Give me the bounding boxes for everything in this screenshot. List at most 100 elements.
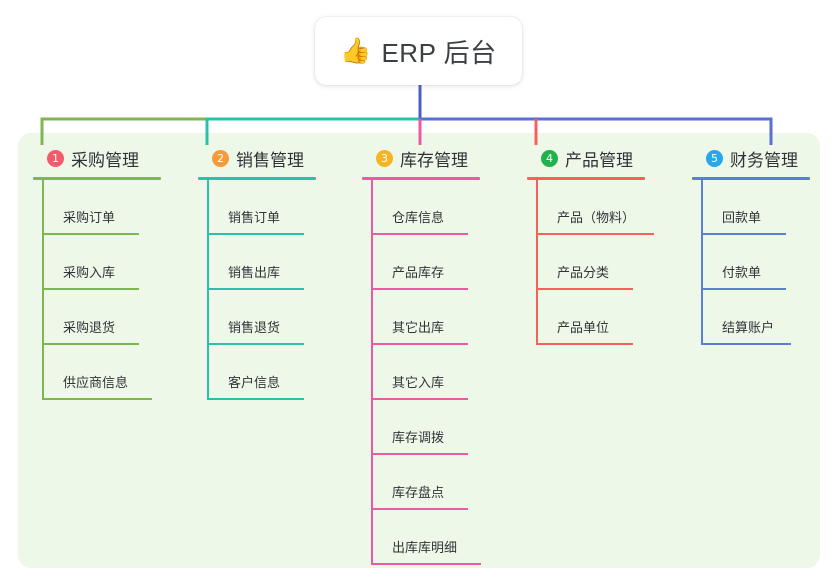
branch-underline xyxy=(362,177,480,180)
branch-child-label: 客户信息 xyxy=(228,375,281,390)
branch-child-label: 采购退货 xyxy=(63,320,116,335)
branch-child-label: 产品单位 xyxy=(557,320,610,335)
branch-header-1[interactable]: 1 采购管理 xyxy=(33,145,161,171)
branch-child-label: 产品（物料） xyxy=(557,210,636,225)
branch-child-item[interactable]: 结算账户 xyxy=(692,290,810,345)
branch-child-underline xyxy=(207,398,304,400)
branch-child-underline xyxy=(42,343,139,345)
branch-header-3[interactable]: 3 库存管理 xyxy=(362,145,480,171)
branch-header-5[interactable]: 5 财务管理 xyxy=(692,145,810,171)
branch-child-label: 库存调拨 xyxy=(392,430,445,445)
branch-children: 销售订单销售出库销售退货客户信息 xyxy=(198,180,316,400)
branch-spine xyxy=(42,180,44,400)
branch-child-item[interactable]: 产品单位 xyxy=(527,290,645,345)
branch-child-underline xyxy=(207,233,304,235)
branch-badge-5: 5 xyxy=(706,149,723,167)
branch-child-label: 销售出库 xyxy=(228,265,281,280)
branch-child-label: 其它入库 xyxy=(392,375,445,390)
branch-title-label: 库存管理 xyxy=(400,150,468,170)
branch-child-underline xyxy=(371,288,468,290)
branch-child-label: 回款单 xyxy=(722,210,762,225)
branch-child-label: 产品库存 xyxy=(392,265,445,280)
branch-badge-4: 4 xyxy=(541,149,558,167)
root-node-label: ERP 后台 xyxy=(381,37,497,68)
branch-child-item[interactable]: 产品库存 xyxy=(362,235,480,290)
branch-child-item[interactable]: 采购退货 xyxy=(33,290,161,345)
branch-children: 采购订单采购入库采购退货供应商信息 xyxy=(33,180,161,400)
branch-child-underline xyxy=(701,343,791,345)
branch-child-item[interactable]: 产品分类 xyxy=(527,235,645,290)
branch-title-label: 采购管理 xyxy=(71,150,139,170)
branch-child-label: 仓库信息 xyxy=(392,210,445,225)
branch-child-underline xyxy=(371,398,468,400)
branch-child-item[interactable]: 产品（物料） xyxy=(527,180,654,235)
branch-title-label: 产品管理 xyxy=(565,150,633,170)
branch-child-item[interactable]: 其它出库 xyxy=(362,290,480,345)
branch-child-label: 销售订单 xyxy=(228,210,281,225)
branch-underline xyxy=(33,177,161,180)
branch-child-underline xyxy=(371,453,468,455)
root-node-erp-backend[interactable]: 👍 ERP 后台 xyxy=(315,17,522,85)
branch-child-item[interactable]: 销售出库 xyxy=(198,235,316,290)
branch-badge-1: 1 xyxy=(47,149,64,167)
branch-child-item[interactable]: 销售退货 xyxy=(198,290,316,345)
branch-column-1: 1 采购管理采购订单采购入库采购退货供应商信息 xyxy=(33,145,161,400)
branch-children: 仓库信息产品库存其它出库其它入库库存调拨库存盘点出库库明细 xyxy=(362,180,481,565)
branch-child-underline xyxy=(536,288,633,290)
branch-badge-3: 3 xyxy=(376,149,393,167)
branch-child-underline xyxy=(536,343,633,345)
branch-spine xyxy=(701,180,703,345)
branch-child-item[interactable]: 出库库明细 xyxy=(362,510,481,565)
branch-child-item[interactable]: 库存调拨 xyxy=(362,400,480,455)
branch-child-item[interactable]: 销售订单 xyxy=(198,180,316,235)
diagram-background-panel xyxy=(18,133,820,568)
branch-child-underline xyxy=(701,288,786,290)
branch-child-underline xyxy=(371,233,468,235)
branch-child-label: 付款单 xyxy=(722,265,762,280)
branch-child-label: 供应商信息 xyxy=(63,375,129,390)
branch-underline xyxy=(527,177,645,180)
branch-child-underline xyxy=(536,233,654,235)
branch-child-item[interactable]: 供应商信息 xyxy=(33,345,161,400)
branch-children: 产品（物料） 产品分类产品单位 xyxy=(527,180,654,345)
branch-child-label: 库存盘点 xyxy=(392,485,445,500)
branch-header-2[interactable]: 2 销售管理 xyxy=(198,145,316,171)
branch-child-underline xyxy=(42,398,152,400)
branch-child-label: 销售退货 xyxy=(228,320,281,335)
branch-title-label: 销售管理 xyxy=(236,150,304,170)
branch-child-item[interactable]: 付款单 xyxy=(692,235,810,290)
branch-child-label: 采购入库 xyxy=(63,265,116,280)
branch-child-label: 出库库明细 xyxy=(392,540,458,555)
branch-child-item[interactable]: 库存盘点 xyxy=(362,455,480,510)
branch-column-4: 4 产品管理产品（物料） 产品分类产品单位 xyxy=(527,145,654,345)
branch-spine xyxy=(207,180,209,400)
branch-column-3: 3 库存管理仓库信息产品库存其它出库其它入库库存调拨库存盘点出库库明细 xyxy=(362,145,481,565)
branch-child-item[interactable]: 采购入库 xyxy=(33,235,161,290)
branch-children: 回款单付款单结算账户 xyxy=(692,180,810,345)
branch-child-item[interactable]: 采购订单 xyxy=(33,180,161,235)
branch-child-underline xyxy=(371,508,468,510)
branch-child-underline xyxy=(207,288,304,290)
branch-child-underline xyxy=(42,288,139,290)
branch-badge-2: 2 xyxy=(212,149,229,167)
branch-child-underline xyxy=(207,343,304,345)
thumbs-up-icon: 👍 xyxy=(340,36,372,65)
branch-child-item[interactable]: 客户信息 xyxy=(198,345,316,400)
branch-spine xyxy=(536,180,538,345)
branch-child-label: 其它出库 xyxy=(392,320,445,335)
branch-underline xyxy=(692,177,810,180)
branch-child-label: 结算账户 xyxy=(722,320,775,335)
branch-child-item[interactable]: 仓库信息 xyxy=(362,180,480,235)
branch-child-label: 采购订单 xyxy=(63,210,116,225)
branch-column-5: 5 财务管理回款单付款单结算账户 xyxy=(692,145,810,345)
branch-child-item[interactable]: 其它入库 xyxy=(362,345,480,400)
branch-header-4[interactable]: 4 产品管理 xyxy=(527,145,645,171)
branch-spine xyxy=(371,180,373,565)
branch-underline xyxy=(198,177,316,180)
branch-child-item[interactable]: 回款单 xyxy=(692,180,810,235)
branch-child-underline xyxy=(371,563,481,565)
branch-child-underline xyxy=(701,233,786,235)
branch-column-2: 2 销售管理销售订单销售出库销售退货客户信息 xyxy=(198,145,316,400)
branch-title-label: 财务管理 xyxy=(730,150,798,170)
